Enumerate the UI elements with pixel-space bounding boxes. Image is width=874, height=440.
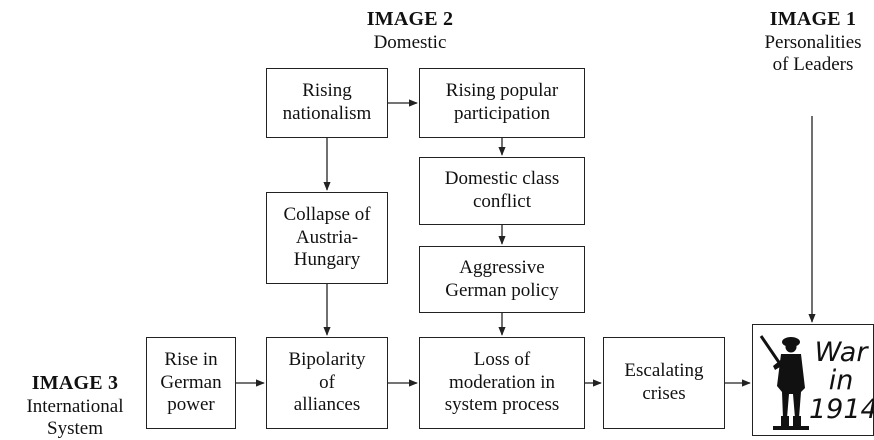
box-rise-in-german-power-text: Rise in German power <box>160 348 222 416</box>
image-3-subtitle: International System <box>26 395 124 439</box>
box-rising-nationalism-text: Rising nationalism <box>282 80 372 124</box>
box-rising-popular-participation-text: Rising popular participation <box>445 80 559 124</box>
image-3-label: IMAGE 3 International System <box>2 372 148 440</box>
box-escalating-crises-text: Escalating crises <box>624 360 704 404</box>
box-loss-of-moderation-text: Loss of moderation in system process <box>444 348 560 416</box>
image-1-title: IMAGE 1 <box>769 8 857 30</box>
box-rising-popular-participation: Rising popular participation <box>419 68 585 138</box>
image-2-title: IMAGE 2 <box>366 8 454 30</box>
box-collapse-austria-hungary: Collapse of Austria- Hungary <box>266 192 388 284</box>
soldier-icon <box>759 335 809 430</box>
box-domestic-class-conflict: Domestic class conflict <box>419 157 585 225</box>
box-loss-of-moderation: Loss of moderation in system process <box>419 337 585 429</box>
box-domestic-class-conflict-text: Domestic class conflict <box>444 168 560 212</box>
image-1-subtitle: Personalities of Leaders <box>764 31 862 75</box>
war-in-1914-text: War in 1914 <box>809 337 874 425</box>
image-2-label: IMAGE 2 Domestic <box>330 8 490 54</box>
box-aggressive-german-policy-text: Aggressive German policy <box>445 256 559 301</box>
box-bipolarity-of-alliances-text: Bipolarity of alliances <box>288 348 366 416</box>
box-escalating-crises: Escalating crises <box>603 337 725 429</box>
box-bipolarity-of-alliances: Bipolarity of alliances <box>266 337 388 429</box>
image-1-label: IMAGE 1 Personalities of Leaders <box>752 8 874 76</box>
box-collapse-austria-hungary-text: Collapse of Austria- Hungary <box>283 203 371 271</box>
box-aggressive-german-policy: Aggressive German policy <box>419 246 585 313</box>
box-rising-nationalism: Rising nationalism <box>266 68 388 138</box>
box-rise-in-german-power: Rise in German power <box>146 337 236 429</box>
image-3-title: IMAGE 3 <box>31 372 119 394</box>
image-2-subtitle: Domestic <box>373 31 447 53</box>
war-in-1914-box: War in 1914 <box>752 324 874 436</box>
